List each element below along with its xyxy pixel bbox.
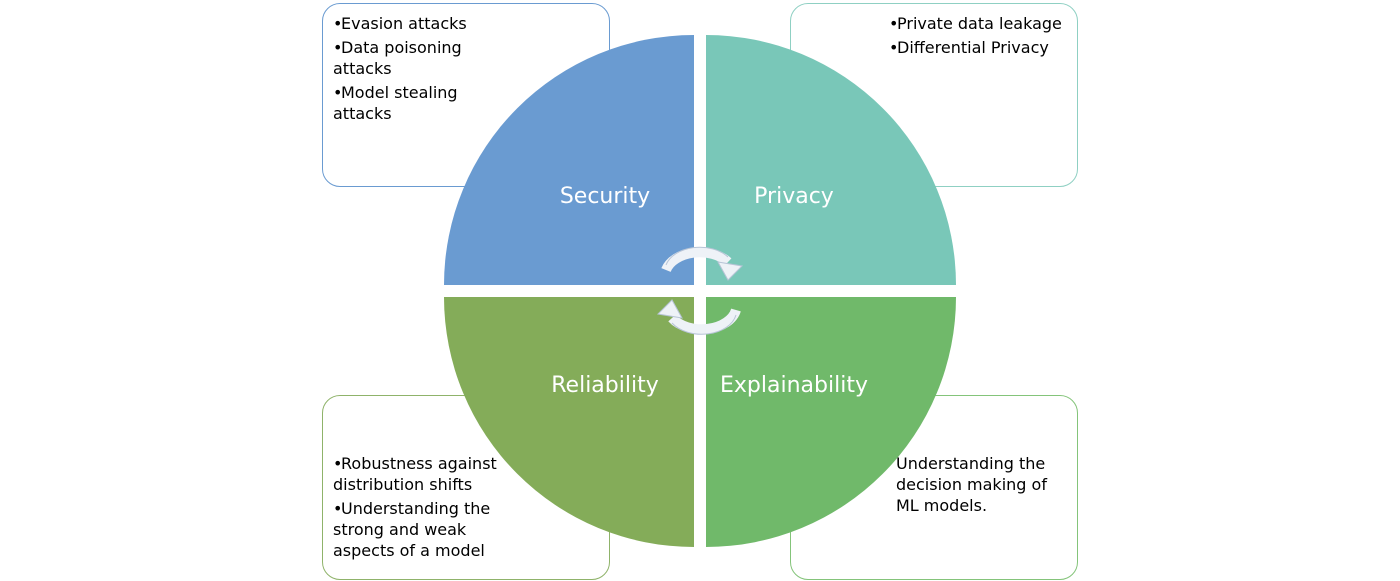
top-cycle-arrow [661, 247, 732, 273]
reliability-item-1: Robustness against distribution shifts [333, 454, 497, 494]
privacy-notes-list: •Private data leakage •Differential Priv… [889, 13, 1074, 61]
list-item: •Differential Privacy [889, 37, 1074, 58]
bullet: • [889, 14, 899, 33]
top-arrow-head [717, 261, 744, 281]
reliability-quadrant [444, 297, 694, 547]
privacy-label: Privacy [754, 184, 834, 209]
security-item-1: Evasion attacks [341, 14, 467, 33]
list-item: •Robustness against distribution shifts [333, 453, 503, 495]
bullet: • [333, 454, 343, 473]
cycle-arrows-icon [656, 246, 744, 335]
privacy-item-1: Private data leakage [897, 14, 1062, 33]
privacy-quadrant [706, 35, 956, 285]
bullet: • [333, 83, 343, 102]
list-item: •Private data leakage [889, 13, 1074, 34]
security-item-3: Model stealing attacks [333, 83, 458, 123]
security-notes-list: •Evasion attacks •Data poisoning attacks… [333, 13, 483, 127]
security-label: Security [560, 184, 650, 209]
list-item: •Evasion attacks [333, 13, 483, 34]
list-item: •Understanding the strong and weak aspec… [333, 498, 503, 561]
bottom-arrow-edge [671, 314, 737, 335]
bottom-cycle-arrow [668, 308, 741, 335]
bullet: • [889, 38, 899, 57]
bottom-arrow-head [656, 299, 683, 319]
bullet: • [333, 14, 343, 33]
reliability-item-2: Understanding the strong and weak aspect… [333, 499, 491, 560]
list-item: •Data poisoning attacks [333, 37, 483, 79]
explainability-quadrant [706, 297, 956, 547]
privacy-item-2: Differential Privacy [897, 38, 1049, 57]
explainability-text: Understanding the decision making of ML … [896, 454, 1047, 515]
security-item-2: Data poisoning attacks [333, 38, 462, 78]
top-arrow-edge [665, 246, 729, 266]
explainability-label: Explainability [720, 373, 868, 398]
reliability-label: Reliability [551, 373, 659, 398]
bullet: • [333, 38, 343, 57]
reliability-notes-list: •Robustness against distribution shifts … [333, 453, 503, 564]
bullet: • [333, 499, 343, 518]
security-quadrant [444, 35, 694, 285]
list-item: •Model stealing attacks [333, 82, 483, 124]
